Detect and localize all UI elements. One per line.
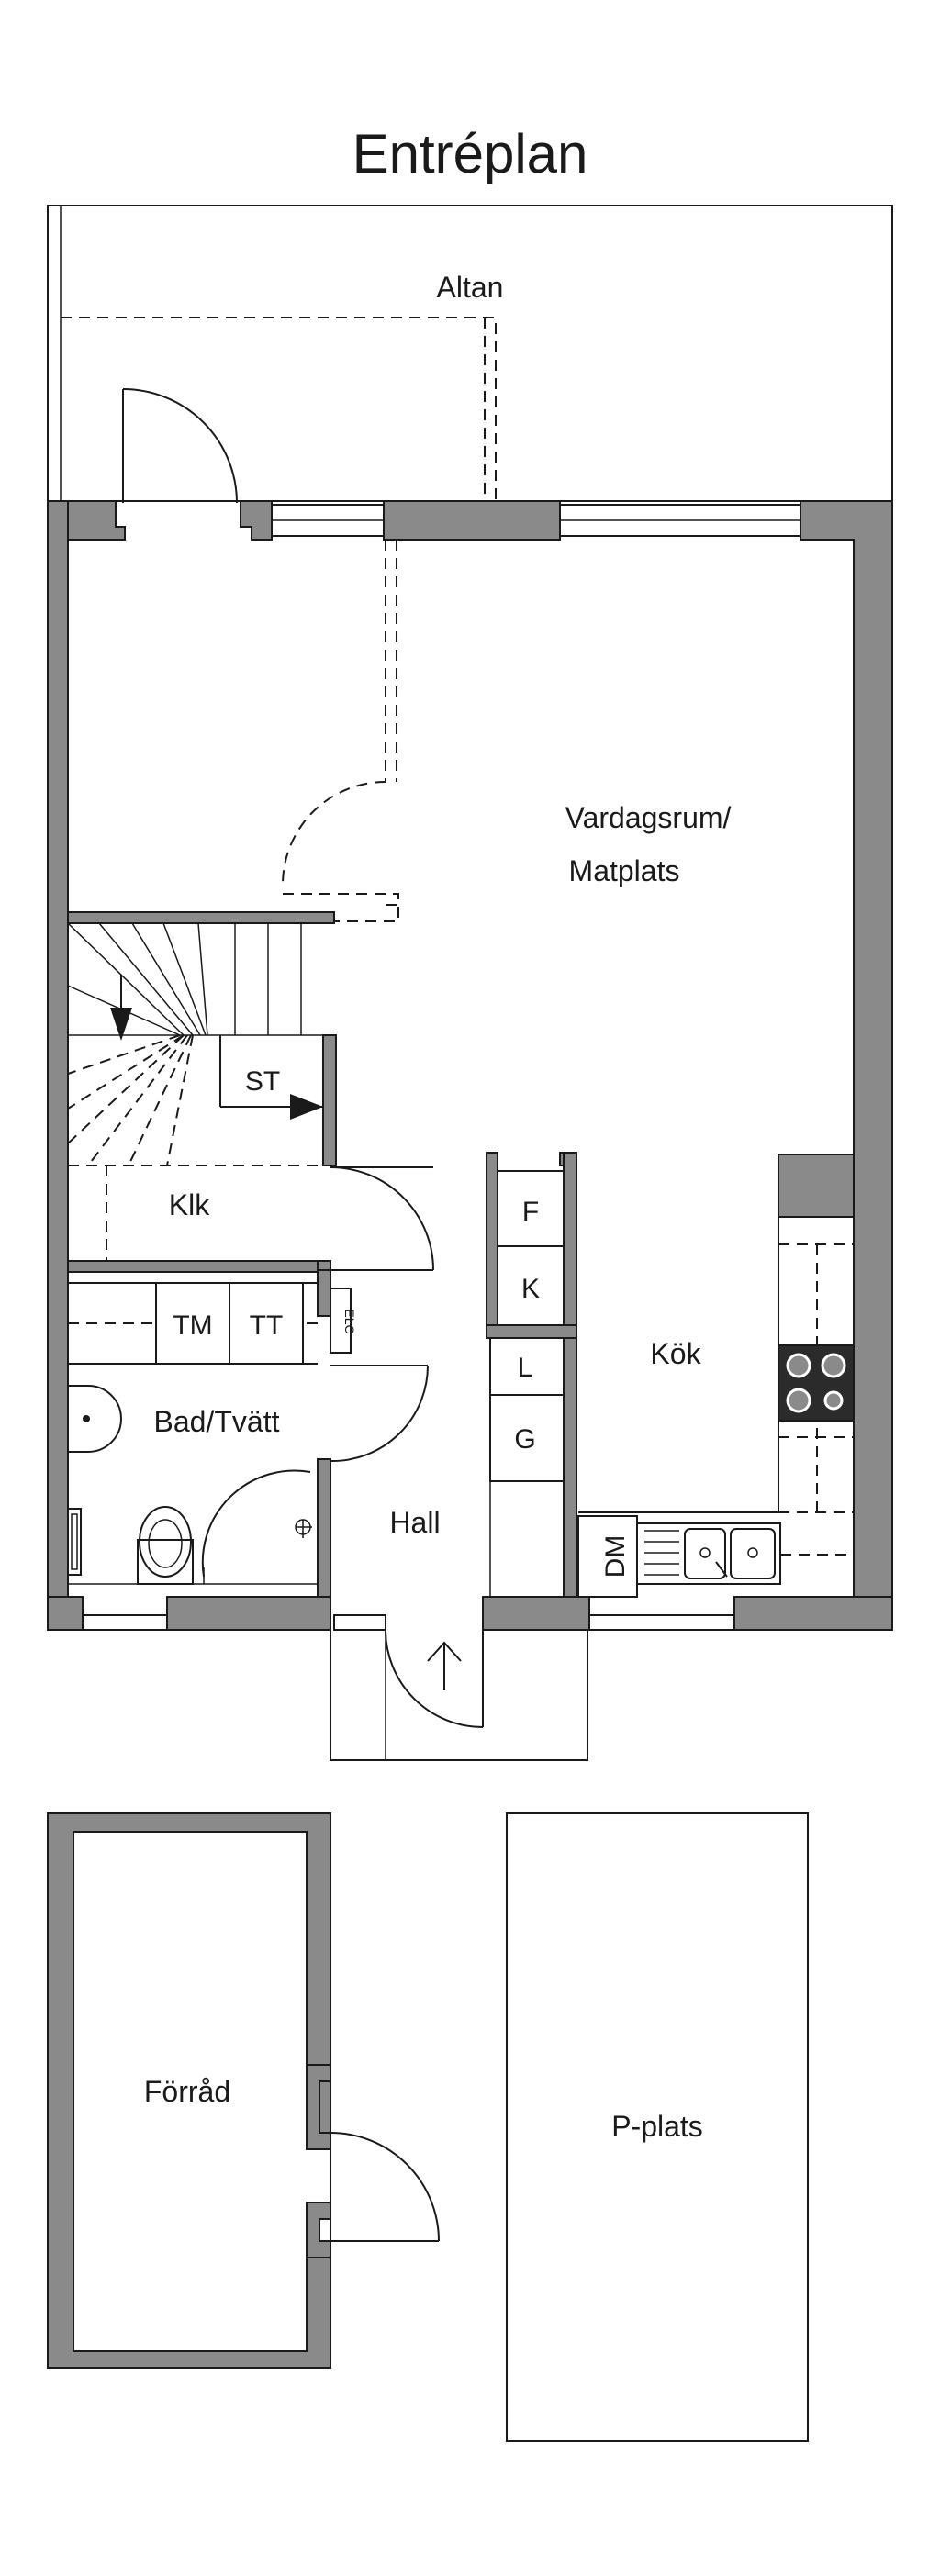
toilet [137,1506,194,1585]
room-label-klk: Klk [169,1188,210,1221]
room-label-vardagsrum-2: Matplats [569,854,680,887]
altan-terrace [47,205,893,502]
dishwasher-dm [577,1515,638,1598]
room-label-altan: Altan [437,271,504,304]
shower [201,1469,312,1584]
overhead-dashes [282,540,399,922]
bad-shelf [67,1508,82,1576]
window-bad [82,1614,168,1631]
room-label-bad: Bad/Tvätt [154,1405,280,1438]
fixture-tt: TT [250,1310,284,1341]
washing-machine-tm [155,1282,230,1365]
room-label-kok: Kök [650,1337,701,1370]
plan-title: Entréplan [352,123,588,184]
fixture-l: L [518,1353,533,1383]
window-kok [588,1614,735,1631]
fixture-f: F [522,1197,539,1227]
kitchen-partition [486,1152,577,1598]
kitchen-sink [636,1522,781,1585]
room-label-pplats: P-plats [611,2110,703,2143]
wardrobe-l [489,1337,565,1396]
fixture-dm: DM [600,1535,631,1578]
wardrobe-k [497,1245,565,1326]
stair-arrow-st [290,1094,323,1120]
dryer-tt [229,1282,304,1365]
wardrobe-f [497,1170,565,1247]
fixture-g: G [514,1424,535,1455]
exterior-walls [47,500,893,1631]
parking-space [506,1812,809,2442]
altan-door[interactable] [122,388,238,504]
stove [778,1344,855,1422]
bad-door[interactable] [330,1365,429,1463]
room-label-vardagsrum-1: Vardagsrum/ [565,801,732,834]
wardrobe-g [489,1394,565,1482]
fixture-elc: ELC [342,1309,357,1333]
forrad-door[interactable] [330,2132,440,2242]
window-hall [333,1614,386,1631]
electrical-cabinet [330,1288,352,1354]
entrance-porch [330,1630,588,1761]
fixture-st: ST [245,1066,280,1097]
stair-arrow-down [110,1008,132,1041]
fixture-tm: TM [173,1310,212,1341]
room-label-hall: Hall [389,1506,440,1539]
bad-sink [68,1385,122,1453]
klk-door[interactable] [323,1166,434,1271]
staircase [67,922,334,1261]
fixture-k: K [521,1274,540,1304]
room-label-forrad: Förråd [144,2075,230,2108]
entrance-door[interactable] [385,1629,484,1728]
